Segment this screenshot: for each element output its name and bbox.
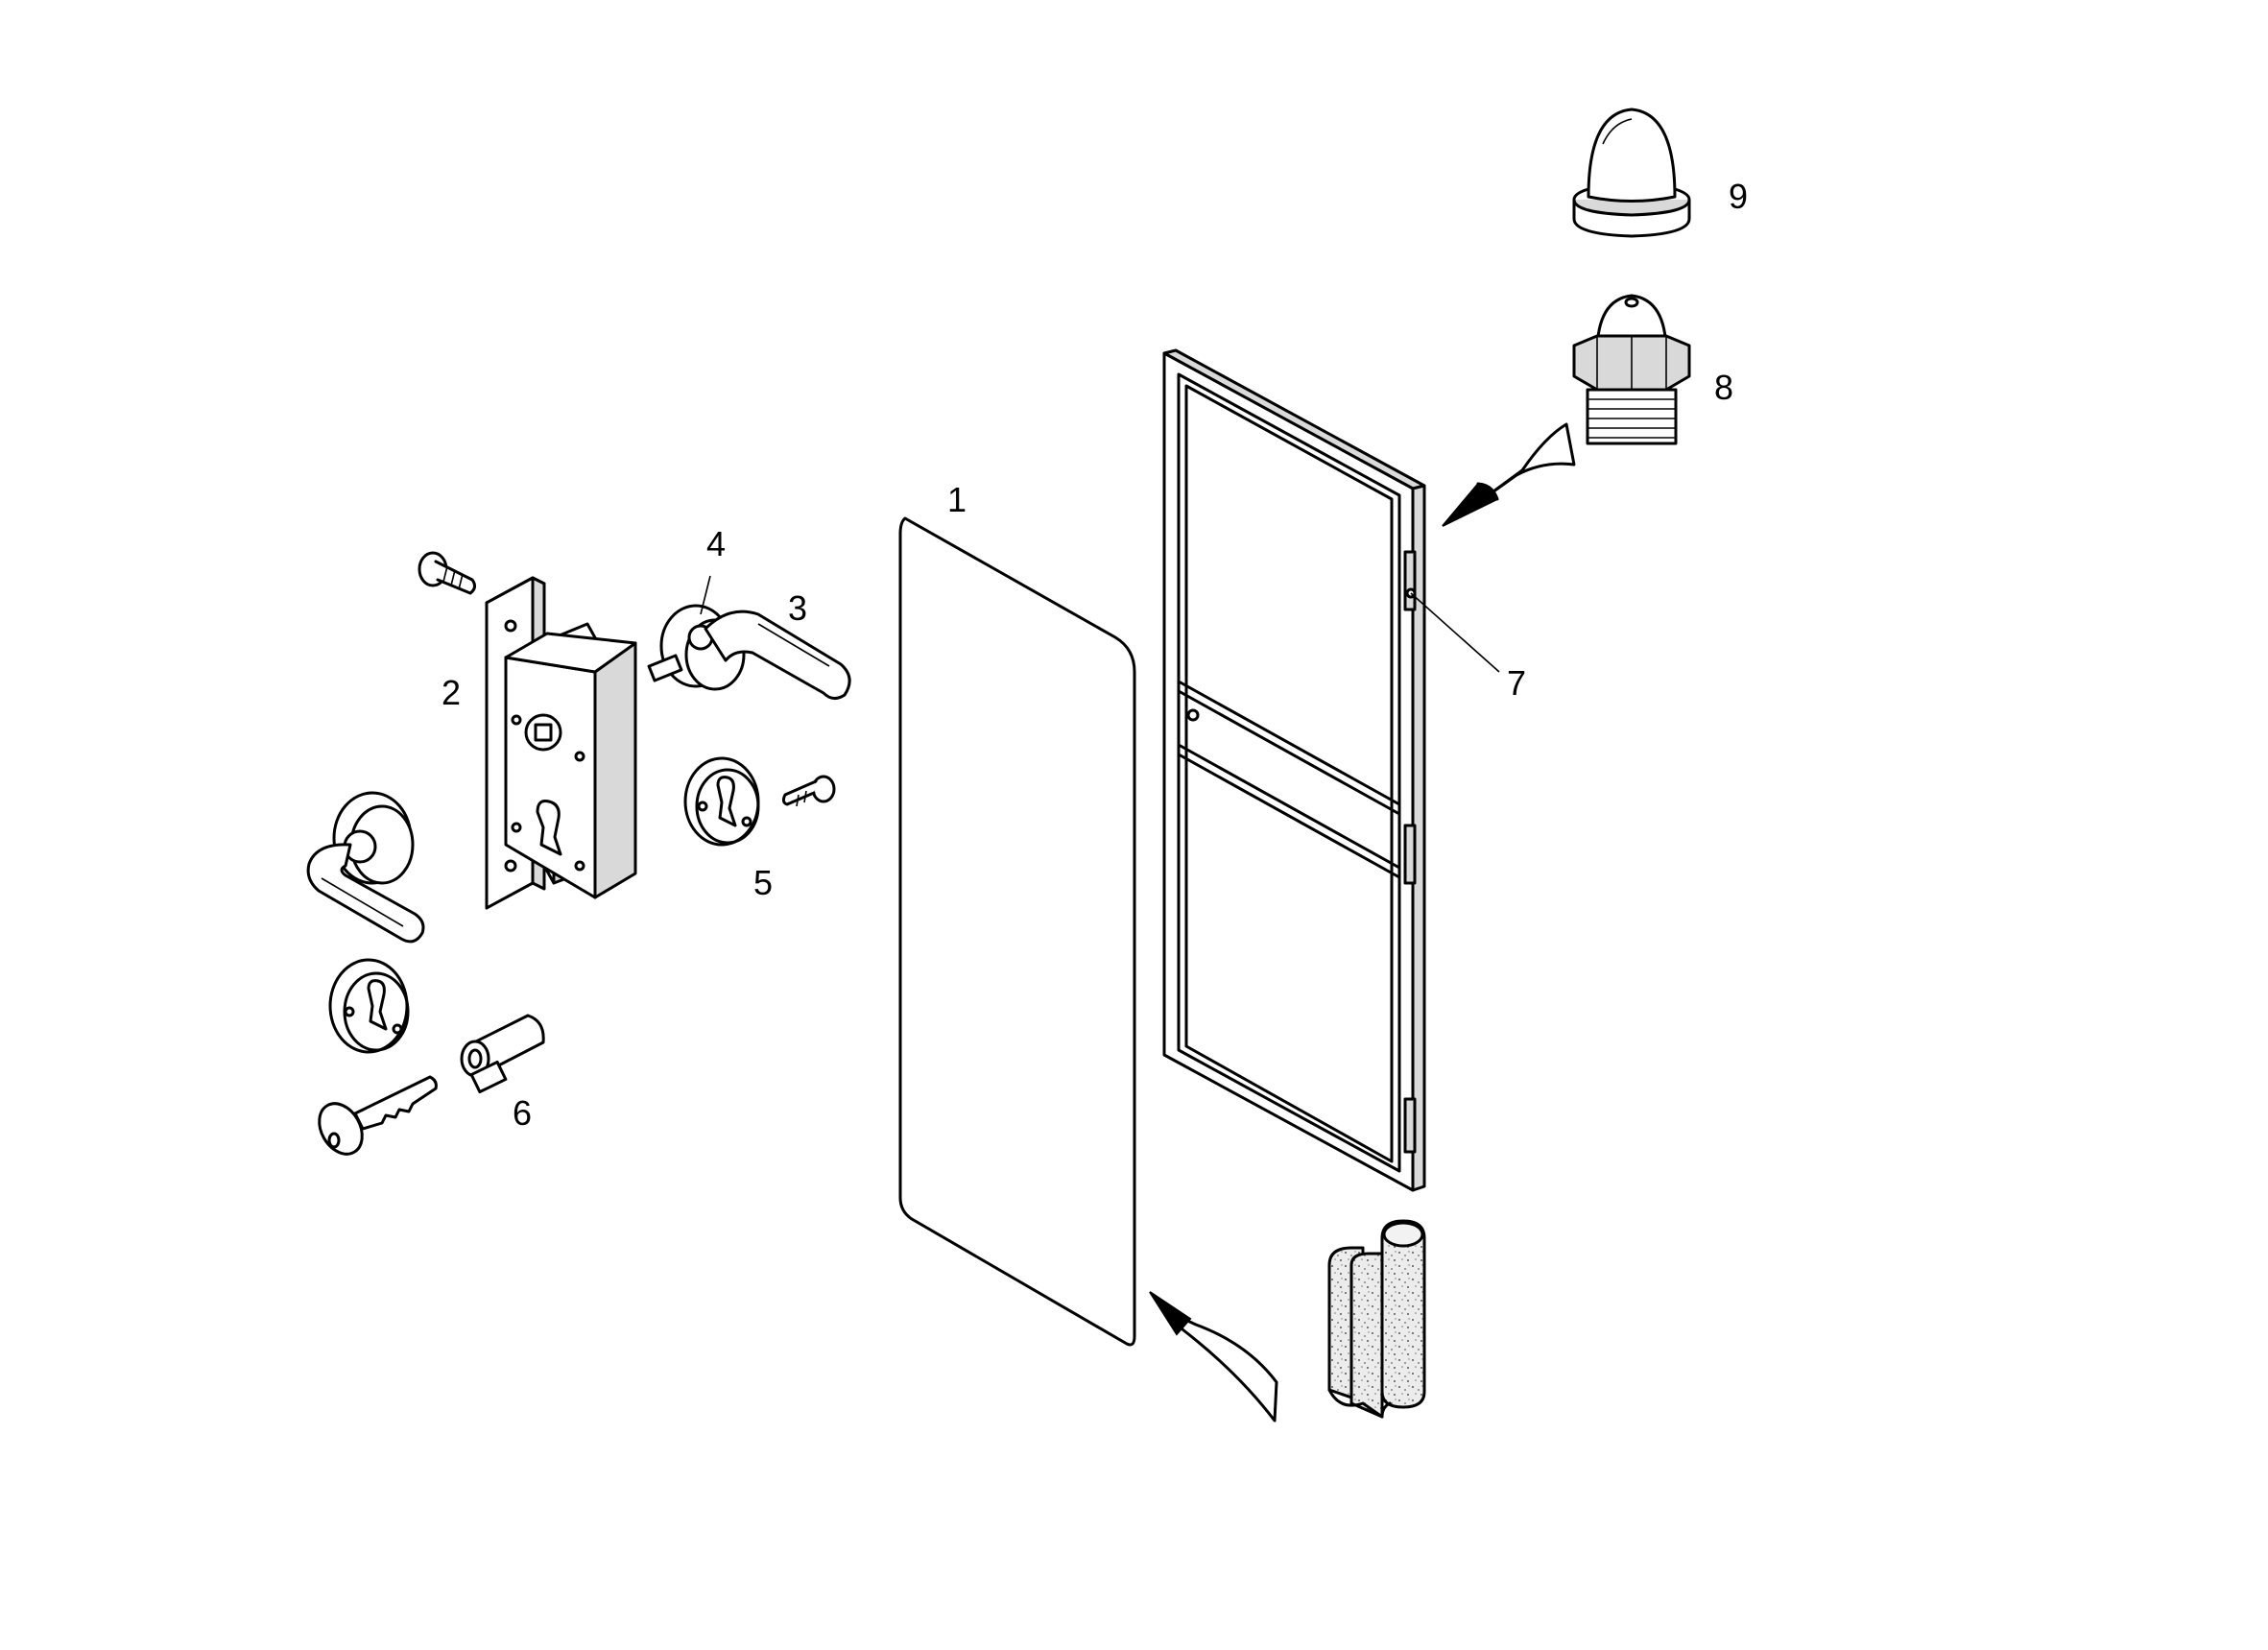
arrow-to-panel xyxy=(1149,1291,1278,1423)
lever-handle-right xyxy=(647,575,851,700)
callout-2: 2 xyxy=(442,673,461,712)
gasket-profile xyxy=(1327,1219,1426,1419)
callout-6: 6 xyxy=(513,1093,532,1133)
callout-4: 4 xyxy=(706,524,726,563)
callout-7: 7 xyxy=(1507,663,1526,703)
callout-3: 3 xyxy=(788,588,807,628)
callout-5: 5 xyxy=(753,863,773,902)
cap xyxy=(1572,108,1691,238)
valve-fitting xyxy=(1572,294,1691,445)
screw-top xyxy=(418,551,477,595)
escutcheon-right xyxy=(683,756,836,847)
callout-labels: 1 2 3 4 5 6 7 8 9 xyxy=(442,177,1748,1133)
arrow-to-frame xyxy=(1442,422,1576,527)
lever-handle-left xyxy=(306,791,425,944)
callout-9: 9 xyxy=(1729,177,1748,216)
panel-sheet xyxy=(898,516,1136,1347)
key xyxy=(318,1075,438,1156)
escutcheon-left xyxy=(328,958,410,1054)
lock-case xyxy=(485,576,637,910)
callout-8: 8 xyxy=(1714,368,1733,407)
door-frame xyxy=(1162,348,1500,1192)
callout-1: 1 xyxy=(947,480,967,519)
lock-cylinder xyxy=(460,1014,545,1094)
